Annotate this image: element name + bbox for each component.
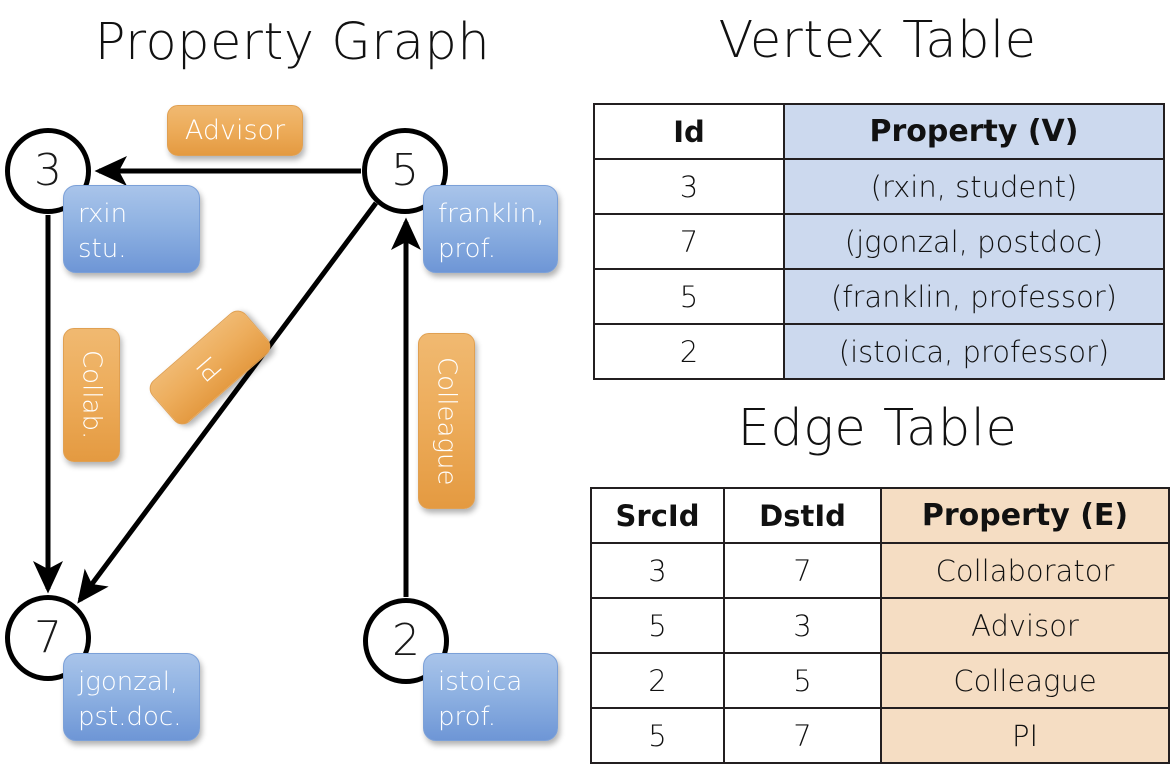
vertex-property-5-line-2: prof. xyxy=(438,234,497,264)
page-title-vertex-table: Vertex Table xyxy=(718,11,1037,70)
vertex-property-2-line-1: istoica xyxy=(438,667,523,697)
vertex-property-3-line-2: stu. xyxy=(78,234,127,264)
graph-node-5[interactable]: 5 xyxy=(362,128,448,214)
property-graph-diagram: Advisor Collab. PI Colleague 3 5 7 2 rxi… xyxy=(0,0,585,760)
edge-table-header-row: SrcId DstId Property (E) xyxy=(590,487,1170,544)
page-title-edge-table: Edge Table xyxy=(737,399,1018,458)
edge-table-header-property: Property (E) xyxy=(880,487,1170,544)
table-row[interactable]: 5 3 Advisor xyxy=(590,597,1170,654)
edge-label-collab-text: Collab. xyxy=(76,350,107,440)
vertex-property-7-line-2: pst.doc. xyxy=(78,702,182,732)
graph-node-2[interactable]: 2 xyxy=(363,598,449,684)
table-row[interactable]: 3 7 Collaborator xyxy=(590,542,1170,599)
graph-node-7-label: 7 xyxy=(34,612,62,663)
edge-arrow-5-to-7 xyxy=(77,201,379,604)
edge-cell-srcid: 3 xyxy=(590,542,725,599)
vertex-table: Id Property (V) 3 (rxin, student) 7 (jgo… xyxy=(593,103,1165,380)
vertex-property-bubble-2[interactable]: istoica prof. xyxy=(423,653,558,741)
vertex-cell-property: (jgonzal, postdoc) xyxy=(783,213,1165,270)
vertex-property-5-line-1: franklin, xyxy=(438,199,545,229)
edge-cell-property: Collaborator xyxy=(880,542,1170,599)
table-row[interactable]: 7 (jgonzal, postdoc) xyxy=(593,213,1165,270)
page-title-property-graph: Property Graph xyxy=(94,13,491,72)
vertex-table-header-row: Id Property (V) xyxy=(593,103,1165,160)
table-row[interactable]: 5 7 PI xyxy=(590,707,1170,764)
graph-node-5-label: 5 xyxy=(391,145,419,196)
vertex-property-bubble-3[interactable]: rxin stu. xyxy=(63,185,200,273)
edge-cell-srcid: 5 xyxy=(590,707,725,764)
table-row[interactable]: 3 (rxin, student) xyxy=(593,158,1165,215)
vertex-cell-id: 2 xyxy=(593,323,785,380)
vertex-property-bubble-7[interactable]: jgonzal, pst.doc. xyxy=(63,653,200,741)
edge-label-colleague-text: Colleague xyxy=(431,356,462,486)
graph-node-3-label: 3 xyxy=(34,145,62,196)
vertex-property-3-line-1: rxin xyxy=(78,199,128,229)
edge-cell-property: Colleague xyxy=(880,652,1170,709)
edge-label-advisor-text: Advisor xyxy=(184,115,286,146)
edge-cell-srcid: 5 xyxy=(590,597,725,654)
table-row[interactable]: 2 (istoica, professor) xyxy=(593,323,1165,380)
edge-label-collab[interactable]: Collab. xyxy=(63,328,120,462)
vertex-cell-id: 3 xyxy=(593,158,785,215)
edge-label-advisor[interactable]: Advisor xyxy=(167,105,303,156)
edge-table: SrcId DstId Property (E) 3 7 Collaborato… xyxy=(590,487,1170,764)
edge-cell-property: Advisor xyxy=(880,597,1170,654)
vertex-property-bubble-5[interactable]: franklin, prof. xyxy=(423,185,558,273)
edge-table-header-srcid: SrcId xyxy=(590,487,725,544)
edge-cell-dstid: 3 xyxy=(723,597,882,654)
edge-cell-dstid: 5 xyxy=(723,652,882,709)
table-row[interactable]: 2 5 Colleague xyxy=(590,652,1170,709)
vertex-cell-property: (rxin, student) xyxy=(783,158,1165,215)
vertex-property-2-line-2: prof. xyxy=(438,702,497,732)
edge-cell-dstid: 7 xyxy=(723,542,882,599)
vertex-cell-property: (franklin, professor) xyxy=(783,268,1165,325)
table-row[interactable]: 5 (franklin, professor) xyxy=(593,268,1165,325)
edge-cell-property: PI xyxy=(880,707,1170,764)
vertex-table-header-property: Property (V) xyxy=(783,103,1165,160)
vertex-table-header-id: Id xyxy=(593,103,785,160)
graph-node-2-label: 2 xyxy=(392,615,420,666)
vertex-cell-id: 5 xyxy=(593,268,785,325)
edge-table-header-dstid: DstId xyxy=(723,487,882,544)
vertex-cell-property: (istoica, professor) xyxy=(783,323,1165,380)
edge-cell-srcid: 2 xyxy=(590,652,725,709)
vertex-cell-id: 7 xyxy=(593,213,785,270)
edge-label-colleague[interactable]: Colleague xyxy=(418,333,475,509)
edge-cell-dstid: 7 xyxy=(723,707,882,764)
graph-edge-arrows xyxy=(33,156,421,604)
vertex-property-7-line-1: jgonzal, xyxy=(78,667,179,697)
edge-label-pi-text: PI xyxy=(191,348,229,387)
